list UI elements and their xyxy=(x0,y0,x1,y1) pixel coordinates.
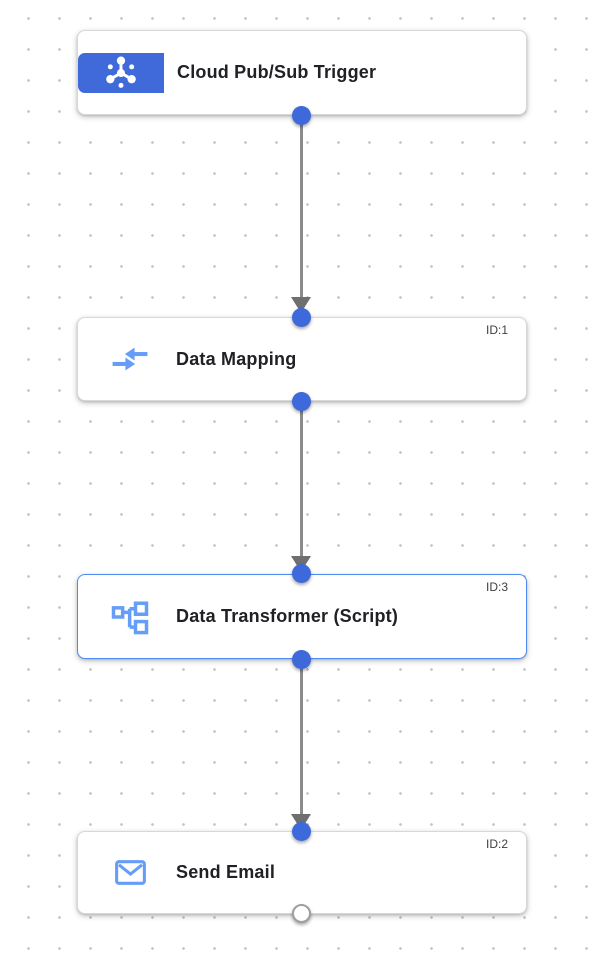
port-out-data-mapping[interactable] xyxy=(292,392,311,411)
data-transformer-icon xyxy=(104,591,156,643)
node-id-badge: ID:3 xyxy=(485,580,508,594)
node-data-transformer-script[interactable]: ID:3 Data Transformer (Script) xyxy=(77,574,527,659)
node-label: Cloud Pub/Sub Trigger xyxy=(177,62,377,82)
node-label: Data Mapping xyxy=(176,348,297,369)
pubsub-icon xyxy=(101,53,141,93)
node-id-badge: ID:1 xyxy=(485,323,508,337)
edge-data-mapping-to-transformer[interactable] xyxy=(300,401,303,559)
node-label: Send Email xyxy=(176,862,276,882)
node-send-email[interactable]: ID:2 Send Email xyxy=(77,831,527,914)
email-icon xyxy=(104,847,156,899)
port-in-send-email[interactable] xyxy=(292,822,311,841)
data-mapping-icon xyxy=(104,333,156,385)
port-out-trigger[interactable] xyxy=(292,106,311,125)
node-cloud-pubsub-trigger[interactable]: Cloud Pub/Sub Trigger xyxy=(77,30,527,115)
edge-trigger-to-data-mapping[interactable] xyxy=(300,115,303,300)
edge-transformer-to-send-email[interactable] xyxy=(300,659,303,817)
node-label: Data Transformer (Script) xyxy=(176,606,399,626)
node-data-mapping[interactable]: ID:1 Data Mapping xyxy=(77,317,527,401)
port-in-data-mapping[interactable] xyxy=(292,308,311,327)
port-in-data-transformer[interactable] xyxy=(292,564,311,583)
port-out-send-email-open[interactable] xyxy=(292,904,311,923)
port-out-data-transformer[interactable] xyxy=(292,650,311,669)
trigger-icon-block xyxy=(78,52,164,93)
node-id-badge: ID:2 xyxy=(485,837,508,851)
